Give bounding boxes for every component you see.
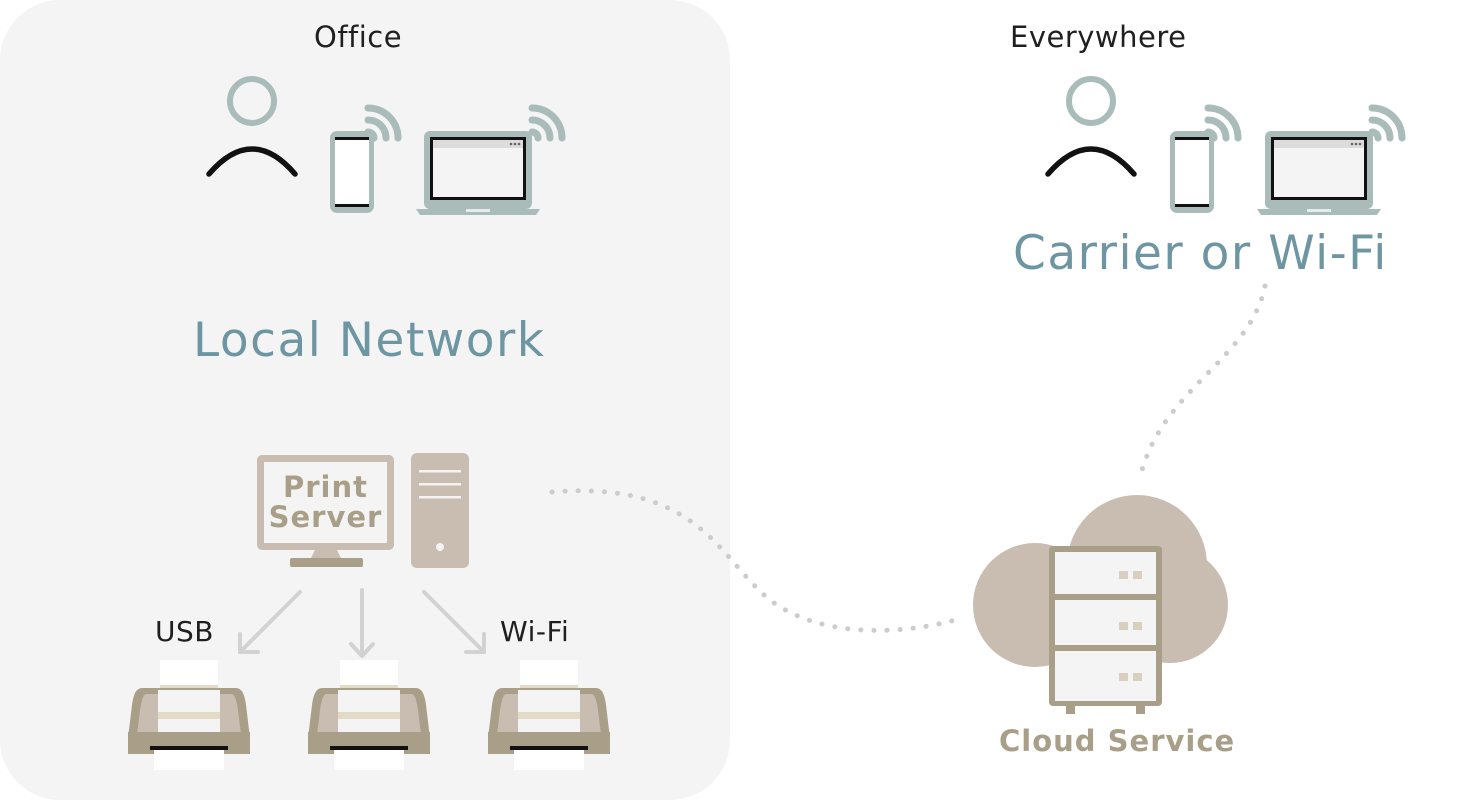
carrier-wifi-label: Carrier or Wi-Fi <box>1013 226 1388 281</box>
everywhere-title: Everywhere <box>1010 20 1187 54</box>
cloud-service-label: Cloud Service <box>999 724 1236 758</box>
office-title: Office <box>314 20 403 54</box>
print-server-label-line2: Server <box>268 500 383 534</box>
office-panel <box>0 0 730 800</box>
usb-label: USB <box>155 615 214 648</box>
laptop-icon <box>1257 131 1381 215</box>
wifi-signal-icon <box>1208 108 1238 138</box>
office-cloud-link <box>549 488 958 633</box>
laptop-icon <box>416 131 540 215</box>
local-network-label: Local Network <box>193 313 546 368</box>
print-server-label: Print Server <box>264 472 387 532</box>
mobile-cloud-link <box>1137 283 1268 481</box>
print-server-monitor-icon <box>257 455 394 567</box>
cloud-server-icon <box>973 495 1228 714</box>
smartphone-icon <box>1170 131 1214 213</box>
print-server-label-line1: Print <box>282 470 368 504</box>
smartphone-icon <box>330 131 374 213</box>
wifi-connection-label: Wi-Fi <box>500 615 570 648</box>
wifi-signal-icon <box>1372 108 1402 138</box>
user-icon <box>1048 79 1134 174</box>
server-tower-icon <box>411 453 469 568</box>
connection-arrows <box>238 588 486 658</box>
